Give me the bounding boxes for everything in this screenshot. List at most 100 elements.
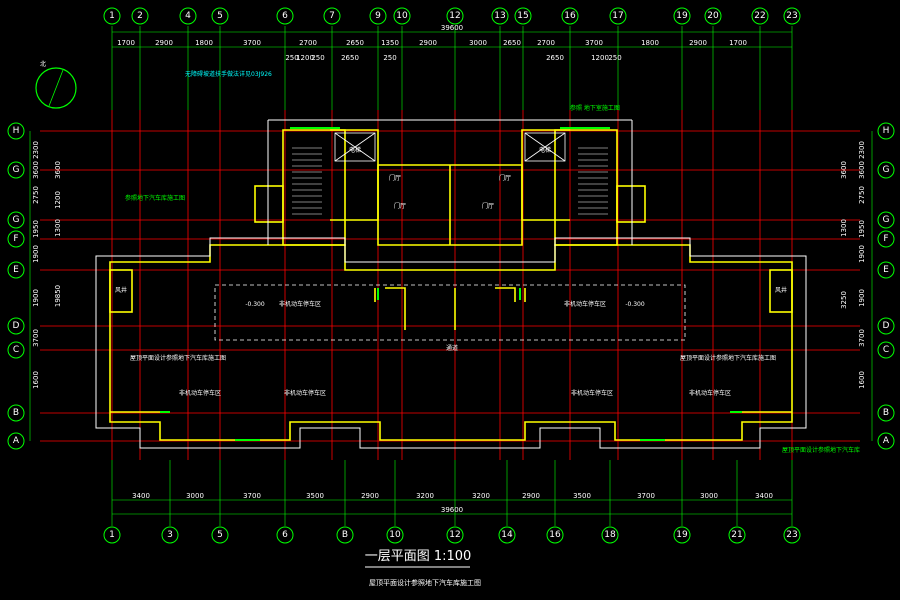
- dim-bottom-value: 3200: [416, 492, 434, 500]
- axis-bubble-top: [514, 7, 532, 25]
- axis-bubble-right: [877, 230, 895, 248]
- windows-and-openings: [160, 127, 742, 441]
- axis-label-left: C: [13, 345, 19, 355]
- dim-top-value: 1800: [195, 39, 213, 47]
- axis-label-top: 1: [109, 11, 115, 21]
- annotation-notes: 无障碍坡道扶手做法详见03J926 参照 地下室施工图 参照地下汽车库施工图 屋…: [125, 70, 860, 454]
- axis-bubble-top: [783, 7, 801, 25]
- level-mark-right: -0.300: [625, 301, 645, 308]
- axis-bubble-top: [491, 7, 509, 25]
- note-side-right: 屋顶平面设计参照地下汽车库施工图: [680, 354, 776, 362]
- dim-top-detail: 1200: [296, 54, 314, 62]
- axis-label-bottom: B: [342, 530, 348, 540]
- axis-label-left: B: [13, 408, 19, 418]
- axis-label-bottom: 5: [217, 530, 223, 540]
- north-arrow-circle: [35, 67, 77, 109]
- axis-label-bottom: 16: [549, 530, 561, 540]
- axis-bubble-bottom: [601, 526, 619, 544]
- dim-bottom-value: 3400: [132, 492, 150, 500]
- dim-top-value: 3000: [469, 39, 487, 47]
- note-side-left: 屋顶平面设计参照地下汽车库施工图: [130, 354, 226, 362]
- dim-top-value: 2900: [689, 39, 707, 47]
- room-label-garage-left-low: 非机动车停车区: [179, 389, 221, 397]
- outer-boundary: [95, 119, 807, 449]
- axis-bubble-bottom: [211, 526, 229, 544]
- dim-bottom-value: 3200: [472, 492, 490, 500]
- dim-bottom-value: 3000: [186, 492, 204, 500]
- axis-bubble-top: [561, 7, 579, 25]
- axis-bubble-left: [7, 122, 25, 140]
- axis-bubble-top: [103, 7, 121, 25]
- axis-bubble-right: [877, 261, 895, 279]
- axis-bubble-top: [609, 7, 627, 25]
- dim-top-value: 1700: [117, 39, 135, 47]
- level-mark-left: -0.300: [245, 301, 265, 308]
- axis-bubble-bottom: [276, 526, 294, 544]
- axis-bubble-left: [7, 432, 25, 450]
- room-label-hall-2: 门厅: [389, 174, 401, 182]
- dim-left-value: 3700: [32, 329, 40, 347]
- axis-bubble-bottom: [728, 526, 746, 544]
- dim-left-value: 1900: [32, 289, 40, 307]
- axis-label-top: 12: [449, 11, 460, 21]
- dim-top-value: 2700: [299, 39, 317, 47]
- axis-bubble-top: [131, 7, 149, 25]
- axis-bubble-bottom: [386, 526, 404, 544]
- dim-bottom-value: 3700: [243, 492, 261, 500]
- axis-bubble-left: [7, 404, 25, 422]
- dim-top-value: 2650: [346, 39, 364, 47]
- axis-bubble-bottom: [783, 526, 801, 544]
- dim-top-detail: 2650: [546, 54, 564, 62]
- axis-bubble-top: [369, 7, 387, 25]
- axis-label-bottom: 6: [282, 530, 288, 540]
- room-label-hall-3: 门厅: [482, 202, 494, 210]
- axis-bubble-bottom: [161, 526, 179, 544]
- axis-label-top: 17: [612, 11, 623, 21]
- dim-left-value: 1900: [32, 245, 40, 263]
- axis-label-top: 5: [217, 11, 223, 21]
- stair-treads: [292, 147, 608, 215]
- axis-label-left: D: [13, 321, 20, 331]
- dim-top-value: 3700: [585, 39, 603, 47]
- axis-bubble-top: [673, 7, 691, 25]
- dim-left-inner: 1300: [54, 219, 62, 237]
- dim-bottom-value: 2900: [361, 492, 379, 500]
- axis-bubble-right: [877, 432, 895, 450]
- dim-top-value: 1800: [641, 39, 659, 47]
- room-label-shaft-left: 风井: [115, 286, 127, 294]
- dim-right-value: 2750: [858, 186, 866, 204]
- building-walls: [109, 129, 793, 441]
- axis-label-top: 2: [137, 11, 143, 21]
- axis-label-left: H: [13, 126, 20, 136]
- room-label-hall-4: 门厅: [499, 174, 511, 182]
- dim-top-detail: 250: [383, 54, 396, 62]
- dim-top-detail: 250: [285, 54, 298, 62]
- room-label-shaft-right: 风井: [775, 286, 787, 294]
- dim-top-total: 39600: [441, 24, 463, 32]
- dim-top-value: 2900: [419, 39, 437, 47]
- axis-label-left: G: [13, 215, 20, 225]
- axis-label-right: F: [883, 234, 888, 244]
- dim-left-value: 2300: [32, 141, 40, 159]
- axis-label-top: 19: [676, 11, 688, 21]
- dim-bottom-value: 3700: [637, 492, 655, 500]
- dim-left-value: 1950: [32, 220, 40, 238]
- dim-top-value: 2650: [503, 39, 521, 47]
- axis-label-bottom: 23: [786, 530, 797, 540]
- axis-label-right: E: [883, 265, 889, 275]
- axis-bubble-top: [704, 7, 722, 25]
- axis-bubble-top: [751, 7, 769, 25]
- axis-bubble-top: [179, 7, 197, 25]
- elevator-shafts: [334, 132, 566, 162]
- north-arrow: 北: [35, 60, 77, 109]
- axis-bubble-top: [323, 7, 341, 25]
- axis-label-top: 6: [282, 11, 288, 21]
- axis-label-left: E: [13, 265, 19, 275]
- dim-right-value: 1900: [858, 245, 866, 263]
- axis-label-bottom: 1: [109, 530, 115, 540]
- dim-top-value: 2700: [537, 39, 555, 47]
- dim-right-inner: 1300: [840, 219, 848, 237]
- room-label-garage-left-mid: 非机动车停车区: [284, 389, 326, 397]
